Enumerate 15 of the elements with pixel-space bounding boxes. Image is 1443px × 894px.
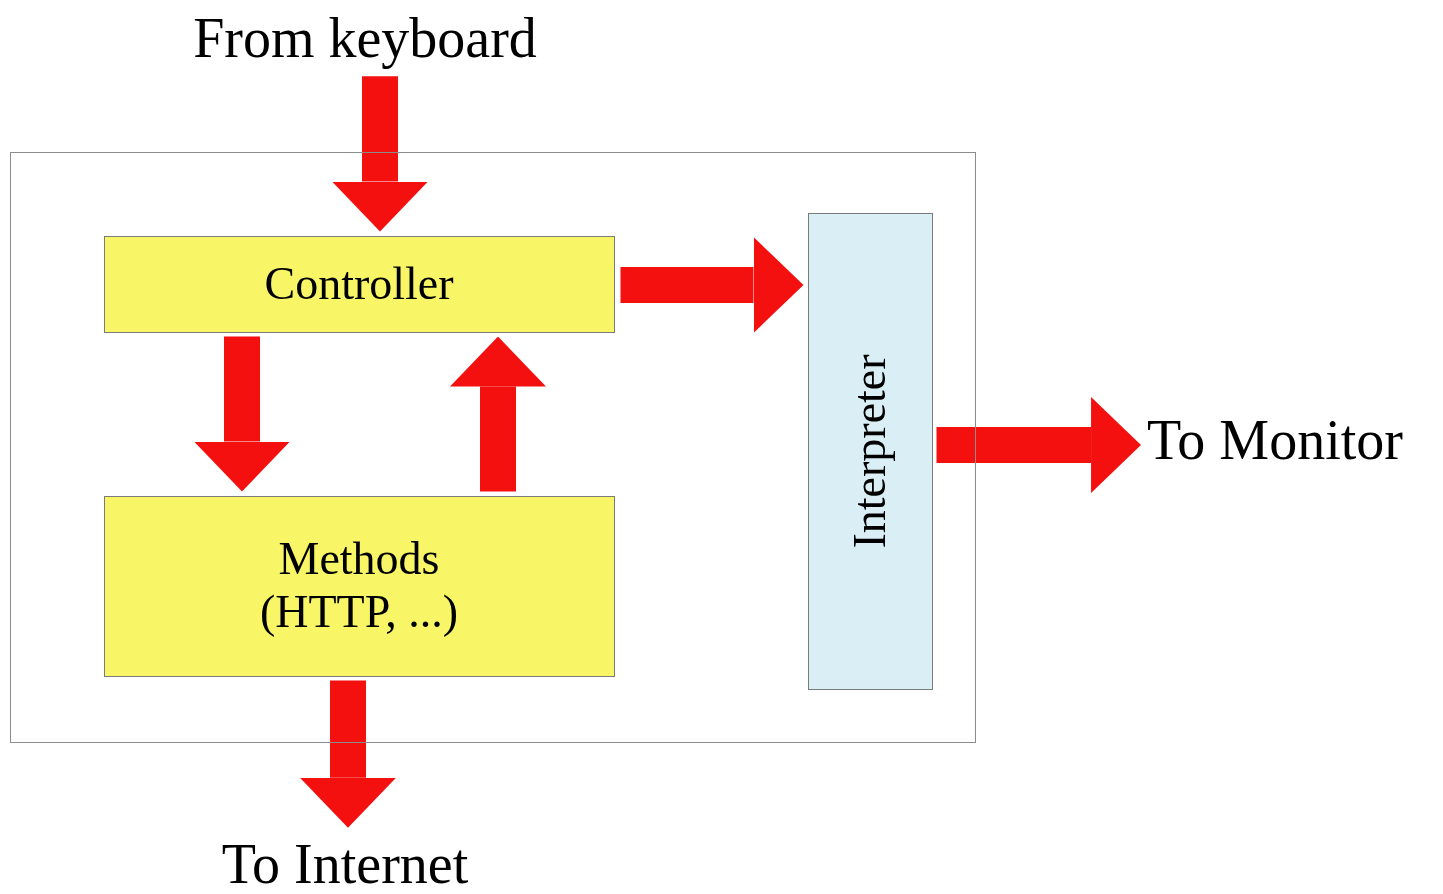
block-arrow xyxy=(620,237,804,333)
output-label: To Monitor xyxy=(1147,407,1403,473)
interpreter-box xyxy=(807,212,933,690)
output-label: To Internet xyxy=(221,831,469,894)
block-arrow xyxy=(194,336,290,492)
box-label: Interpreter xyxy=(843,353,896,549)
block-arrow xyxy=(300,680,396,828)
box-label: Controller xyxy=(264,257,454,311)
input-label: From keyboard xyxy=(193,5,537,71)
box-label: Methods (HTTP, ...) xyxy=(258,533,459,639)
controller-box xyxy=(103,235,615,333)
block-arrow xyxy=(332,76,428,232)
methods-box xyxy=(103,495,615,677)
browser-box xyxy=(10,152,976,743)
block-arrow xyxy=(450,336,546,492)
